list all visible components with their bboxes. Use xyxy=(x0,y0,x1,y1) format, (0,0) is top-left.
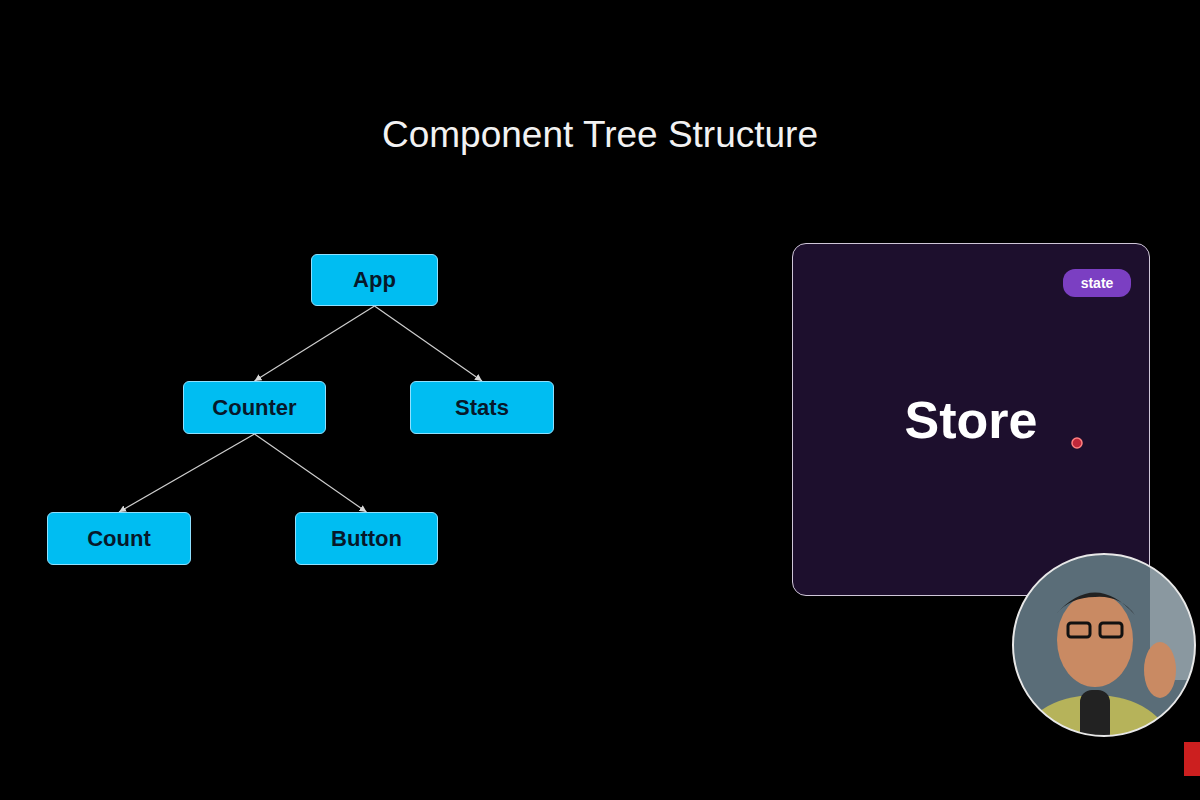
component-box: Stats xyxy=(410,381,554,434)
node-label: Stats xyxy=(455,395,509,421)
store-panel: Store state xyxy=(792,243,1150,596)
tree-connector xyxy=(375,306,483,381)
node-label: Count xyxy=(87,526,151,552)
node-label: App xyxy=(353,267,396,293)
tree-connector xyxy=(119,434,255,512)
photo-frame xyxy=(1013,554,1195,736)
component-box: Counter xyxy=(183,381,326,434)
component-box: Count xyxy=(47,512,191,565)
node-label: Counter xyxy=(212,395,296,421)
diagram-title: Component Tree Structure xyxy=(0,114,1200,156)
component-box: App xyxy=(311,254,438,306)
tree-connector xyxy=(255,306,375,381)
state-pill: state xyxy=(1063,269,1131,297)
component-box: Button xyxy=(295,512,438,565)
subscribe-badge xyxy=(1184,742,1200,776)
node-label: Store xyxy=(905,390,1038,450)
tree-connector xyxy=(255,434,367,512)
node-label: state xyxy=(1081,275,1114,291)
node-label: Button xyxy=(331,526,402,552)
presenter-photo xyxy=(1010,550,1200,795)
pointer-dot xyxy=(1072,438,1082,448)
